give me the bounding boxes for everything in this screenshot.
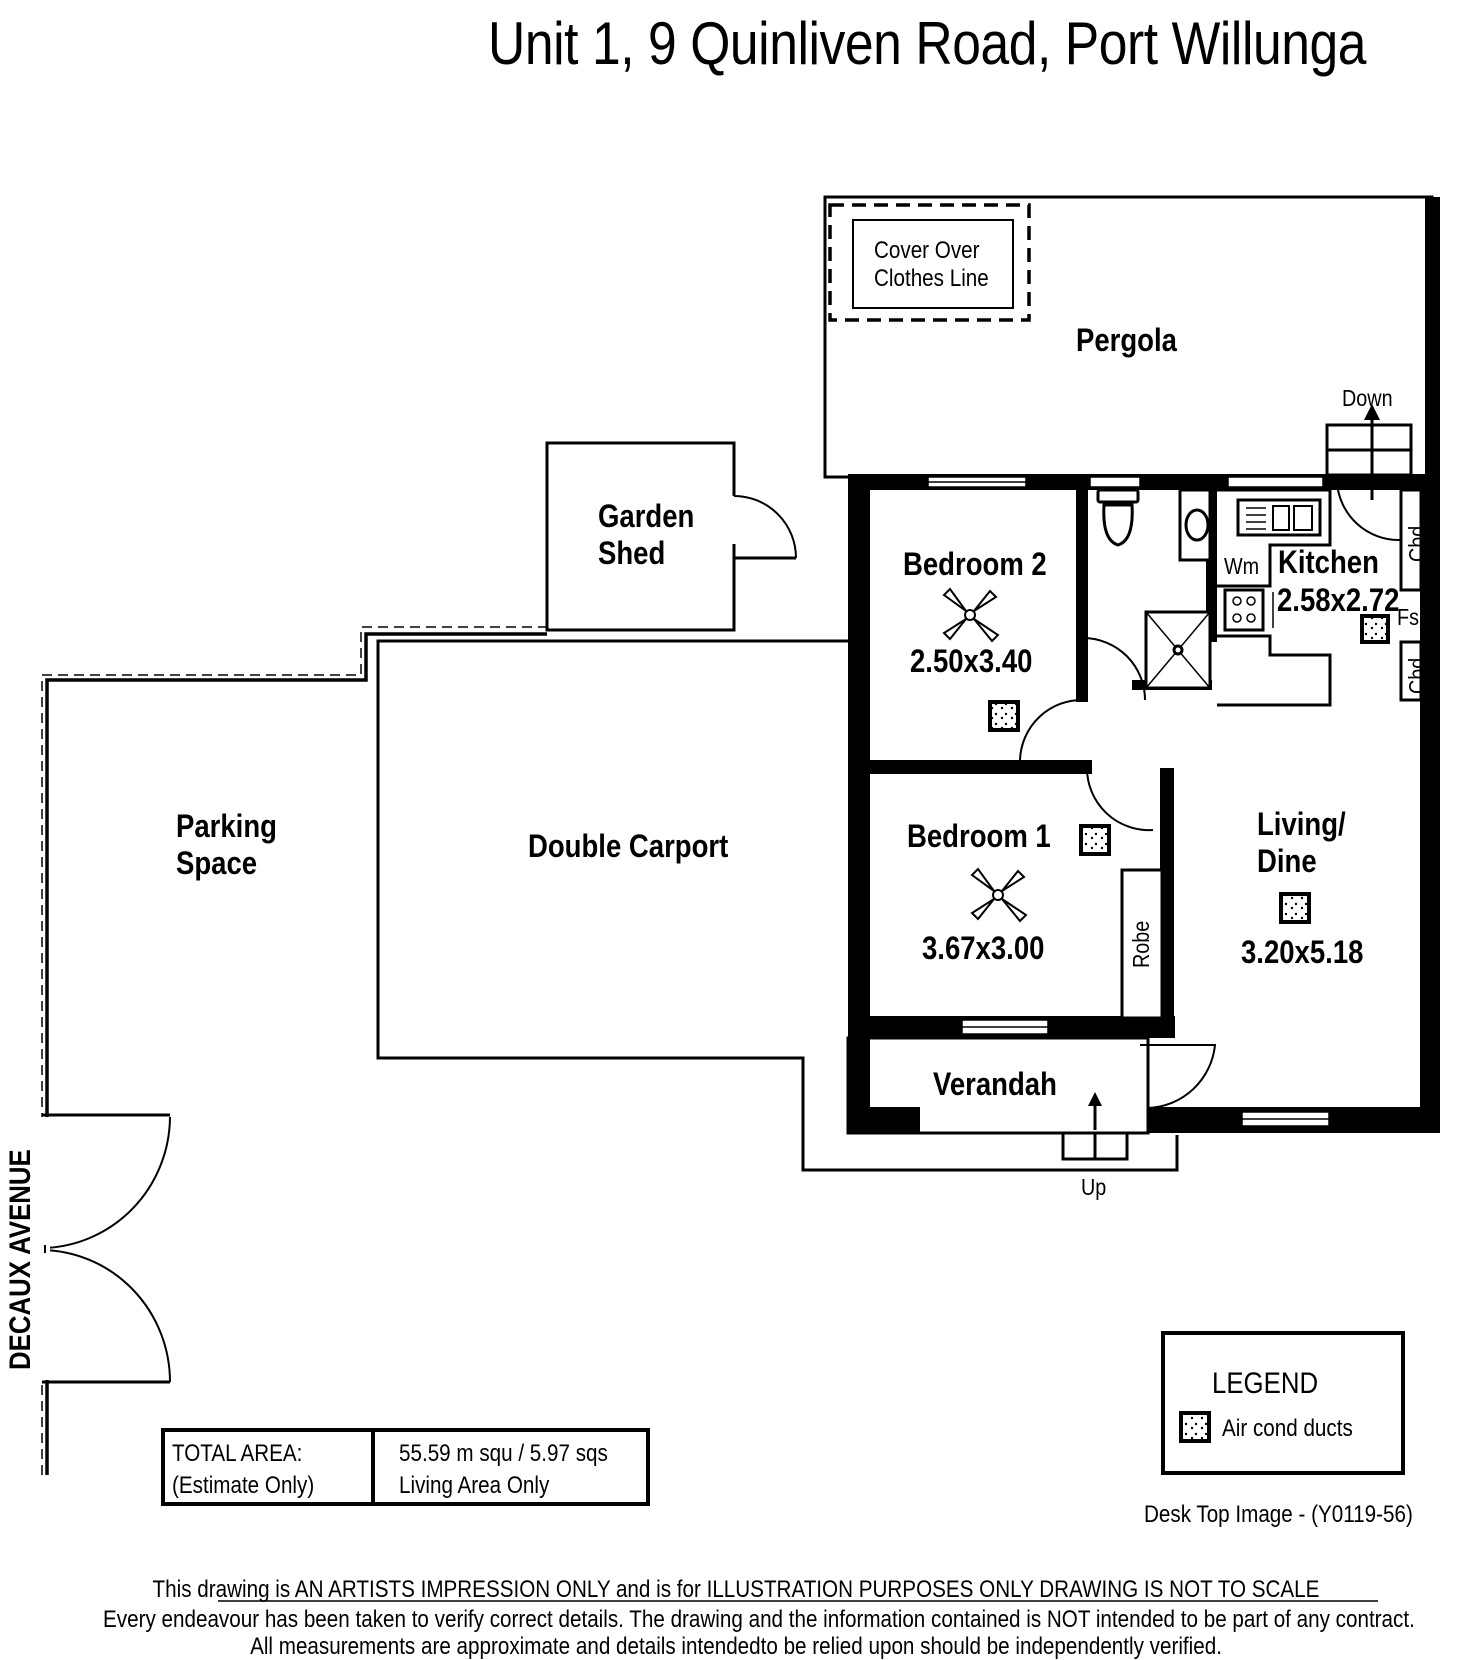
cover-label-line1: Cover Over [874,237,980,264]
room-verandah: Verandah [933,1066,1057,1102]
legend-title: LEGEND [1212,1367,1319,1400]
air-cond-duct-icon [1360,614,1390,644]
image-reference: Desk Top Image - (Y0119-56) [1144,1501,1413,1528]
page-title: Unit 1, 9 Quinliven Road, Port Willunga [488,10,1367,77]
arrow-up-icon [1364,404,1380,420]
total-area-scope: Living Area Only [399,1472,550,1499]
bathroom-fixtures [1096,488,1212,690]
parking-boundary [40,626,547,1475]
room-garden-shed-line1: Garden [598,498,695,534]
cupboard-label-bottom: Cbd [1404,657,1430,694]
robe-label: Robe [1128,920,1154,968]
total-area-note: (Estimate Only) [172,1472,315,1499]
verandah [846,1036,1150,1161]
total-area-label: TOTAL AREA: [172,1440,303,1467]
bedroom-1-dims: 3.67x3.00 [922,930,1045,966]
room-living-line2: Dine [1257,843,1317,879]
kitchen-dims: 2.58x2.72 [1277,582,1400,618]
living-dims: 3.20x5.18 [1241,934,1364,970]
doors [1019,481,1401,1109]
air-cond-duct-icon [1279,892,1311,924]
legend [1161,1331,1405,1475]
windows [927,476,1330,1127]
total-area-divider [371,1428,375,1506]
room-living-line1: Living/ [1257,806,1346,842]
air-cond-duct-icon [1179,1411,1211,1443]
double-carport [376,639,1179,1172]
total-area-table [161,1428,650,1506]
stairs-up-label: Up [1081,1174,1107,1200]
room-pergola: Pergola [1076,322,1177,358]
garden-shed [545,441,797,632]
washing-machine-label: Wm [1224,553,1260,579]
bedroom-2-dims: 2.50x3.40 [910,643,1033,679]
stairs-down-label: Down [1342,385,1393,411]
air-cond-duct-icon [1079,824,1111,856]
ceiling-fan-icon [943,588,999,642]
room-parking-line2: Space [176,845,258,881]
room-kitchen: Kitchen [1278,544,1379,580]
disclaimer-line-3: All measurements are approximate and det… [250,1633,1222,1660]
room-parking-line1: Parking [176,808,277,844]
legend-item-air-cond-ducts: Air cond ducts [1222,1415,1353,1442]
cover-label-line2: Clothes Line [874,265,989,292]
room-garden-shed-line2: Shed [598,535,666,571]
disclaimer-line-1: This drawing is AN ARTISTS IMPRESSION ON… [152,1576,1320,1603]
fridge-space-label: Fs [1397,604,1419,630]
total-area-value: 55.59 m squ / 5.97 sqs [399,1440,608,1467]
street-label: DECAUX AVENUE [4,1149,37,1370]
cupboard-label-top: Cbd [1404,525,1430,562]
air-cond-duct-icon [988,700,1020,732]
robe [1120,868,1164,1020]
room-bedroom-1: Bedroom 1 [907,818,1051,854]
disclaimer-line-2: Every endeavour has been taken to verify… [103,1606,1415,1633]
kitchen-fixtures [1217,488,1423,707]
arrow-up-icon [1088,1092,1102,1106]
room-double-carport: Double Carport [528,828,729,864]
ceiling-fan-icon [971,868,1027,922]
room-bedroom-2: Bedroom 2 [903,546,1047,582]
stairs-down [1325,404,1413,500]
